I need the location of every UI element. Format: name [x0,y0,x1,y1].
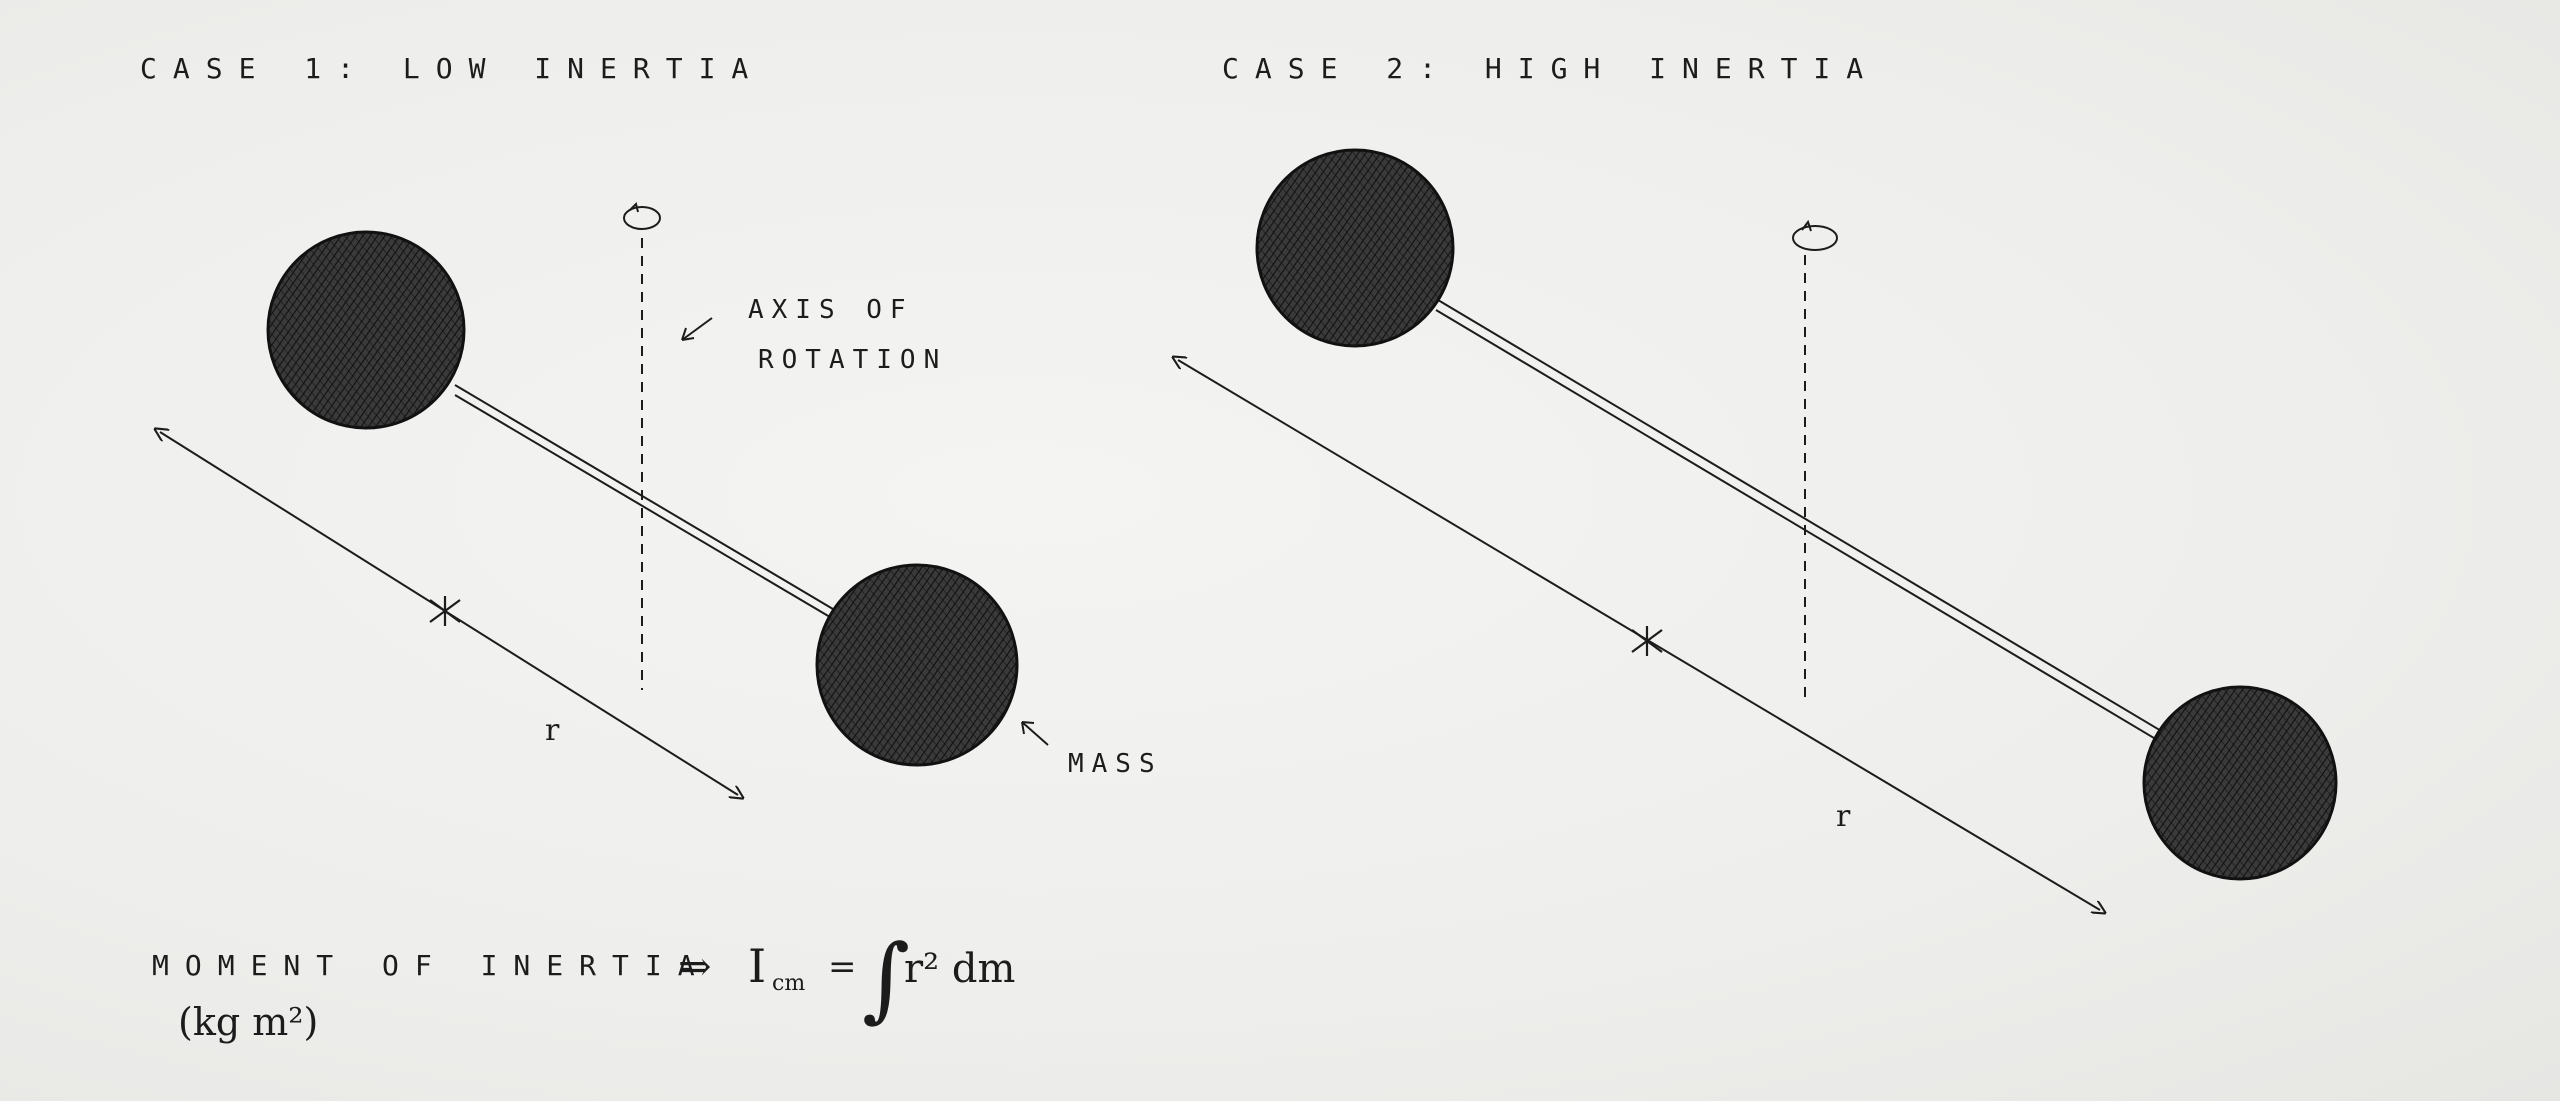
case2-distance-label: r [1836,799,1851,834]
units-label: (kg m²) [178,1000,318,1044]
case1-mass-pointer-arrow [1021,721,1049,746]
case1-center-of-mass-mark [429,596,461,626]
moment-of-inertia-formula: MOMENT OF INERTIA (kg m²) ⇒ I cm = ∫ r² … [152,925,1015,1044]
case1-mass-bottom [815,563,1019,767]
inertia-symbol: I [748,939,766,993]
case2-mass-top [1255,148,1455,348]
inertia-subscript: cm [772,971,805,996]
case2-group: CASE 2: HIGH INERTIA [1178,52,2338,910]
integral-sign: ∫ [862,925,910,1032]
case2-mass-bottom [2142,685,2338,881]
case2-center-of-mass-mark [1631,626,1663,656]
case2-title: CASE 2: HIGH INERTIA [1222,52,1879,85]
case1-distance-label: r [545,713,560,748]
case1-axis-label-line2: ROTATION [758,345,947,375]
case1-mass-top [266,230,466,430]
case2-rod [1435,299,2169,745]
formula-body: r² dm [904,946,1015,992]
case1-mass-label: MASS [1068,749,1163,779]
implies-arrow: ⇒ [678,944,712,990]
case1-rod [454,384,839,621]
equals-sign: = [828,947,857,987]
case1-axis-label-line1: AXIS OF [748,295,914,325]
case2-rotation-icon [1792,219,1838,251]
case1-group: CASE 1: LOW INERTIA AXIS OF ROTATION [140,52,1163,795]
case1-title: CASE 1: LOW INERTIA [140,52,764,85]
case1-axis-pointer-arrow [681,317,713,341]
moment-label: MOMENT OF INERTIA [152,949,711,982]
case1-rotation-icon [623,202,661,230]
